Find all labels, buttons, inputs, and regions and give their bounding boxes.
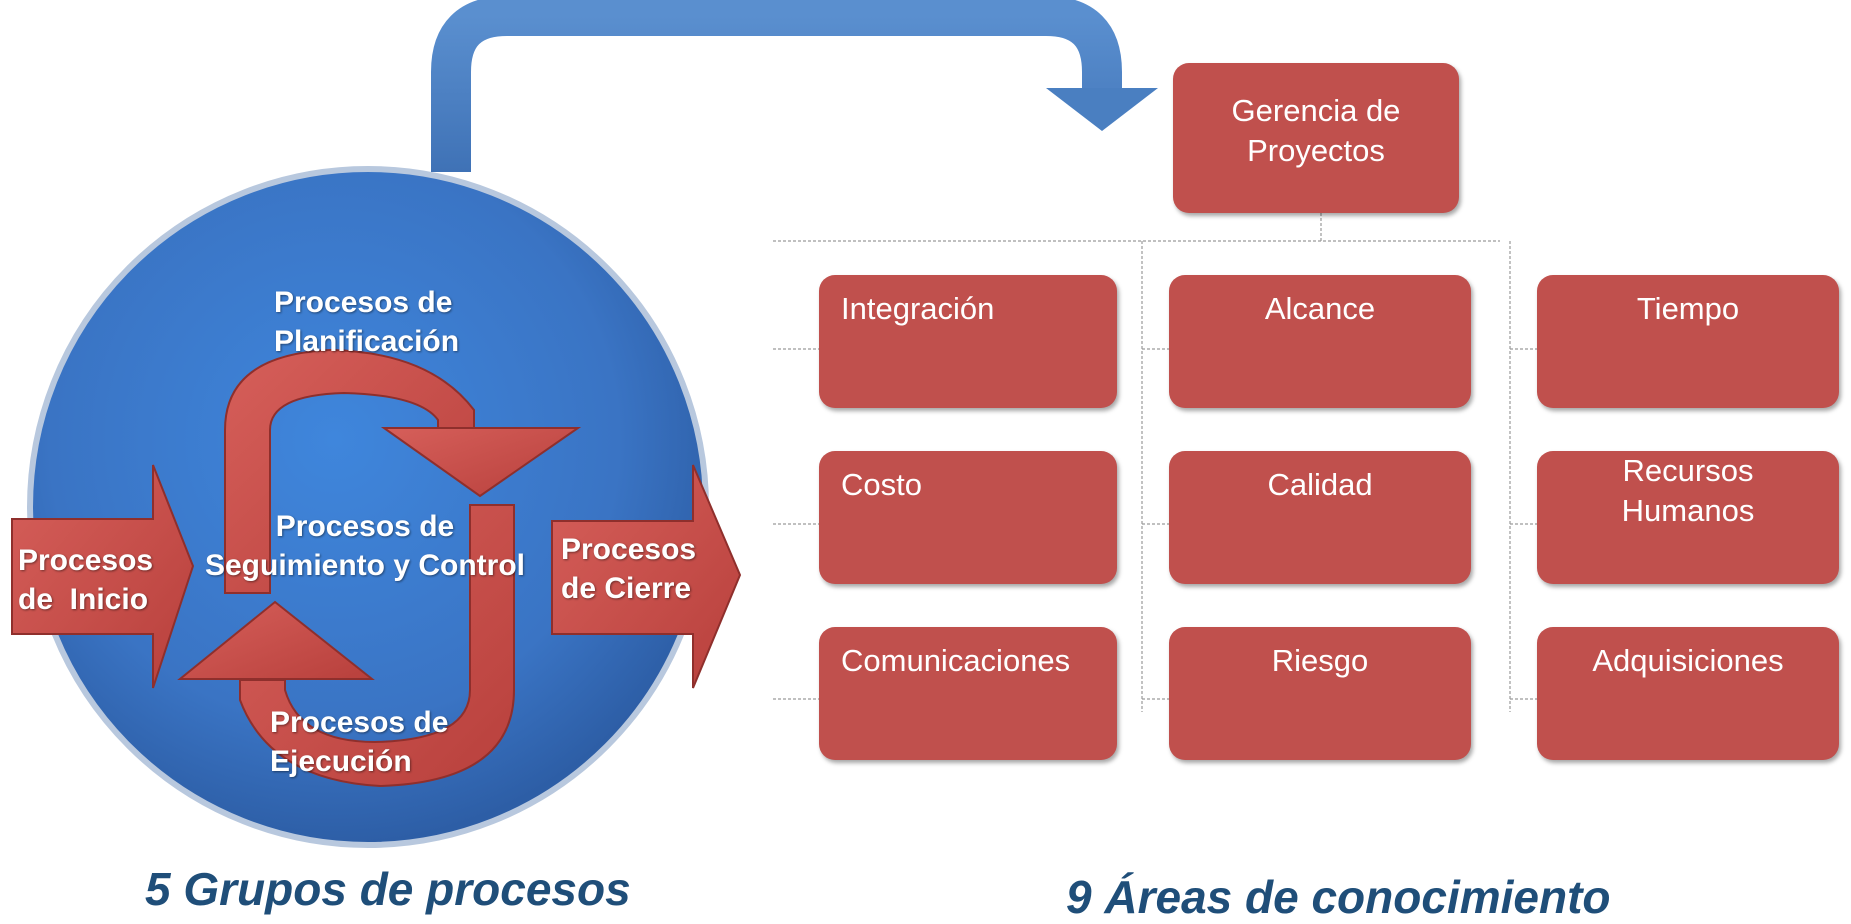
area-label-5: Calidad	[1267, 467, 1373, 502]
label-execution-line1: Procesos de	[270, 706, 449, 739]
area-label-1: Integración	[841, 291, 995, 326]
area-label-4: Costo	[841, 467, 922, 502]
root-box: Gerencia de Proyectos	[1173, 63, 1459, 213]
closing-arrow	[551, 464, 742, 689]
area-box-2: Alcance	[1169, 275, 1471, 408]
area-label-6-line2: Humanos	[1621, 493, 1755, 529]
label-monitoring-line1: Procesos de	[275, 510, 455, 543]
label-monitoring: Procesos de Seguimiento y Control	[200, 507, 530, 585]
area-box-5: Calidad	[1169, 451, 1471, 584]
label-initiating-line2: de Inicio	[18, 583, 149, 616]
label-execution-line2: Ejecución	[270, 745, 412, 778]
label-monitoring-line2: Seguimiento y Control	[204, 549, 525, 582]
area-label-8: Riesgo	[1271, 643, 1369, 678]
flow-arrow	[431, 0, 1158, 172]
label-planning-line1: Procesos de	[274, 286, 453, 319]
area-box-1: Integración	[819, 275, 1117, 408]
label-initiating-line1: Procesos	[18, 544, 154, 577]
root-box-line2: Proyectos	[1247, 133, 1385, 169]
area-label-3: Tiempo	[1636, 291, 1740, 326]
area-box-3: Tiempo	[1537, 275, 1839, 408]
tree-connectors	[773, 213, 1537, 712]
area-box-6: Recursos Humanos	[1537, 451, 1839, 584]
caption-knowledge-areas: 9 Áreas de conocimiento	[1066, 871, 1611, 923]
label-closing: Procesos de Cierre	[561, 530, 696, 608]
area-label-2: Alcance	[1264, 291, 1376, 326]
label-initiating: Procesos de Inicio	[18, 541, 153, 619]
label-closing-line2: de Cierre	[561, 572, 692, 605]
root-box-line1: Gerencia de	[1231, 93, 1401, 128]
initiating-arrow	[11, 464, 195, 689]
label-closing-line1: Procesos	[561, 533, 697, 566]
label-planning: Procesos de Planificación	[274, 283, 459, 361]
area-box-4: Costo	[819, 451, 1117, 584]
area-label-9: Adquisiciones	[1592, 643, 1784, 678]
area-box-9: Adquisiciones	[1537, 627, 1839, 760]
caption-process-groups: 5 Grupos de procesos	[145, 863, 631, 915]
area-box-8: Riesgo	[1169, 627, 1471, 760]
area-label-7: Comunicaciones	[841, 643, 1071, 678]
label-execution: Procesos de Ejecución	[270, 703, 448, 781]
label-planning-line2: Planificación	[274, 325, 460, 358]
cycle-arrow	[177, 348, 582, 788]
area-label-6-line1: Recursos	[1622, 453, 1754, 488]
area-box-7: Comunicaciones	[819, 627, 1117, 760]
